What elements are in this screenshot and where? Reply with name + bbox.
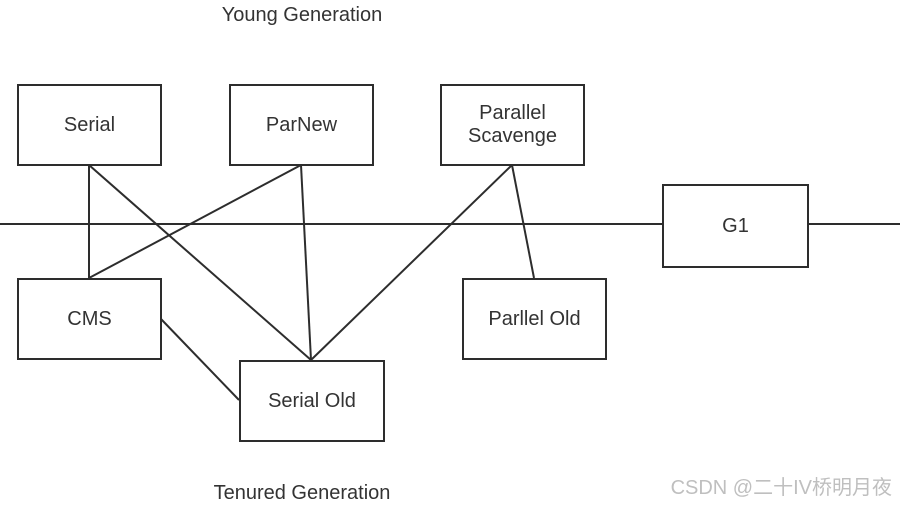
node-parllel-old: Parllel Old [462,278,607,360]
node-parnew: ParNew [229,84,374,166]
csdn-watermark: CSDN @二十IV桥明月夜 [670,477,892,499]
node-g1-label: G1 [722,214,749,237]
node-cms: CMS [17,278,162,360]
edge-parallel-scavenge-serial-old [310,164,513,361]
node-serial-old-label: Serial Old [268,389,356,412]
tenured-generation-label: Tenured Generation [213,482,391,504]
edge-serial-serial-old [88,164,312,361]
node-serial-label: Serial [63,113,116,136]
node-serial-old: Serial Old [239,360,385,442]
edge-parnew-cms [88,164,302,279]
node-parallel-scavenge: Parallel Scavenge [440,84,585,166]
edge-cms-serial-old [160,318,240,401]
young-generation-label: Young Generation [221,4,383,26]
node-cms-label: CMS [67,307,112,330]
node-g1: G1 [662,184,809,268]
node-parllel-old-label: Parllel Old [488,307,581,330]
node-parallel-scavenge-label: Parallel Scavenge [468,102,557,147]
node-serial: Serial [17,84,162,166]
edge-parallel-scavenge-parllel-old [511,164,535,279]
edge-parnew-serial-old [300,164,312,361]
node-parnew-label: ParNew [265,113,338,136]
